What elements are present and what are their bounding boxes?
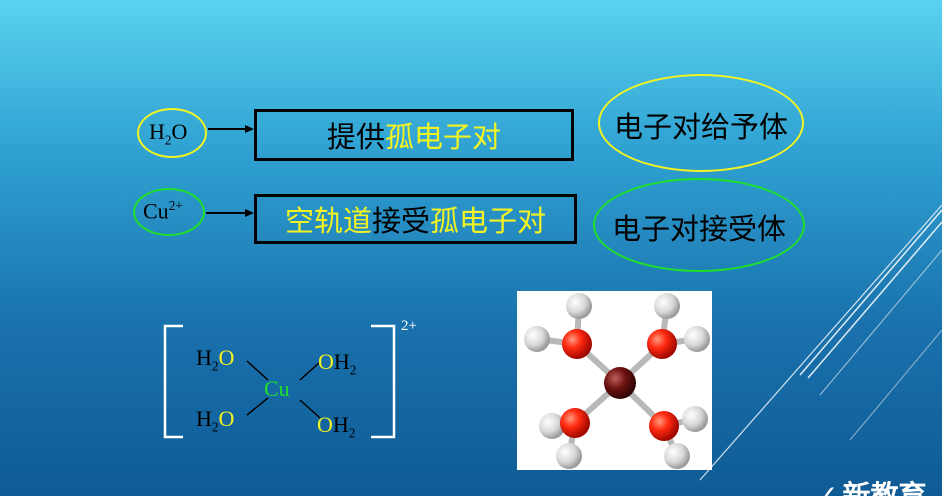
ligand-bottom-left: H2O (196, 406, 235, 435)
ball-and-stick-model (517, 291, 712, 470)
donor-ellipse (598, 74, 804, 172)
acceptor-label: 电子对接受体 (611, 212, 786, 246)
cu-ion-formula: Cu2+ (143, 198, 183, 224)
h2o-ellipse (137, 108, 207, 158)
ligand-top-left: H2O (196, 345, 235, 374)
complex-center-cu: Cu (264, 376, 290, 401)
complex-charge: 2+ (401, 318, 417, 334)
donor-label: 电子对给予体 (613, 110, 788, 144)
molecule-illustration (524, 293, 710, 469)
ligand-top-right: OH2 (318, 349, 357, 378)
acceptor-ellipse (593, 178, 805, 272)
h2o-formula: H2O (149, 119, 188, 148)
ligand-bottom-right: OH2 (317, 412, 356, 441)
donor-box: 提供孤电子对 (254, 109, 574, 161)
check-icon: ✓ (815, 479, 839, 496)
cu-ion-ellipse (133, 188, 205, 236)
watermark: ✓新教育 (815, 474, 926, 496)
acceptor-box: 空轨道接受孤电子对 (254, 194, 577, 244)
